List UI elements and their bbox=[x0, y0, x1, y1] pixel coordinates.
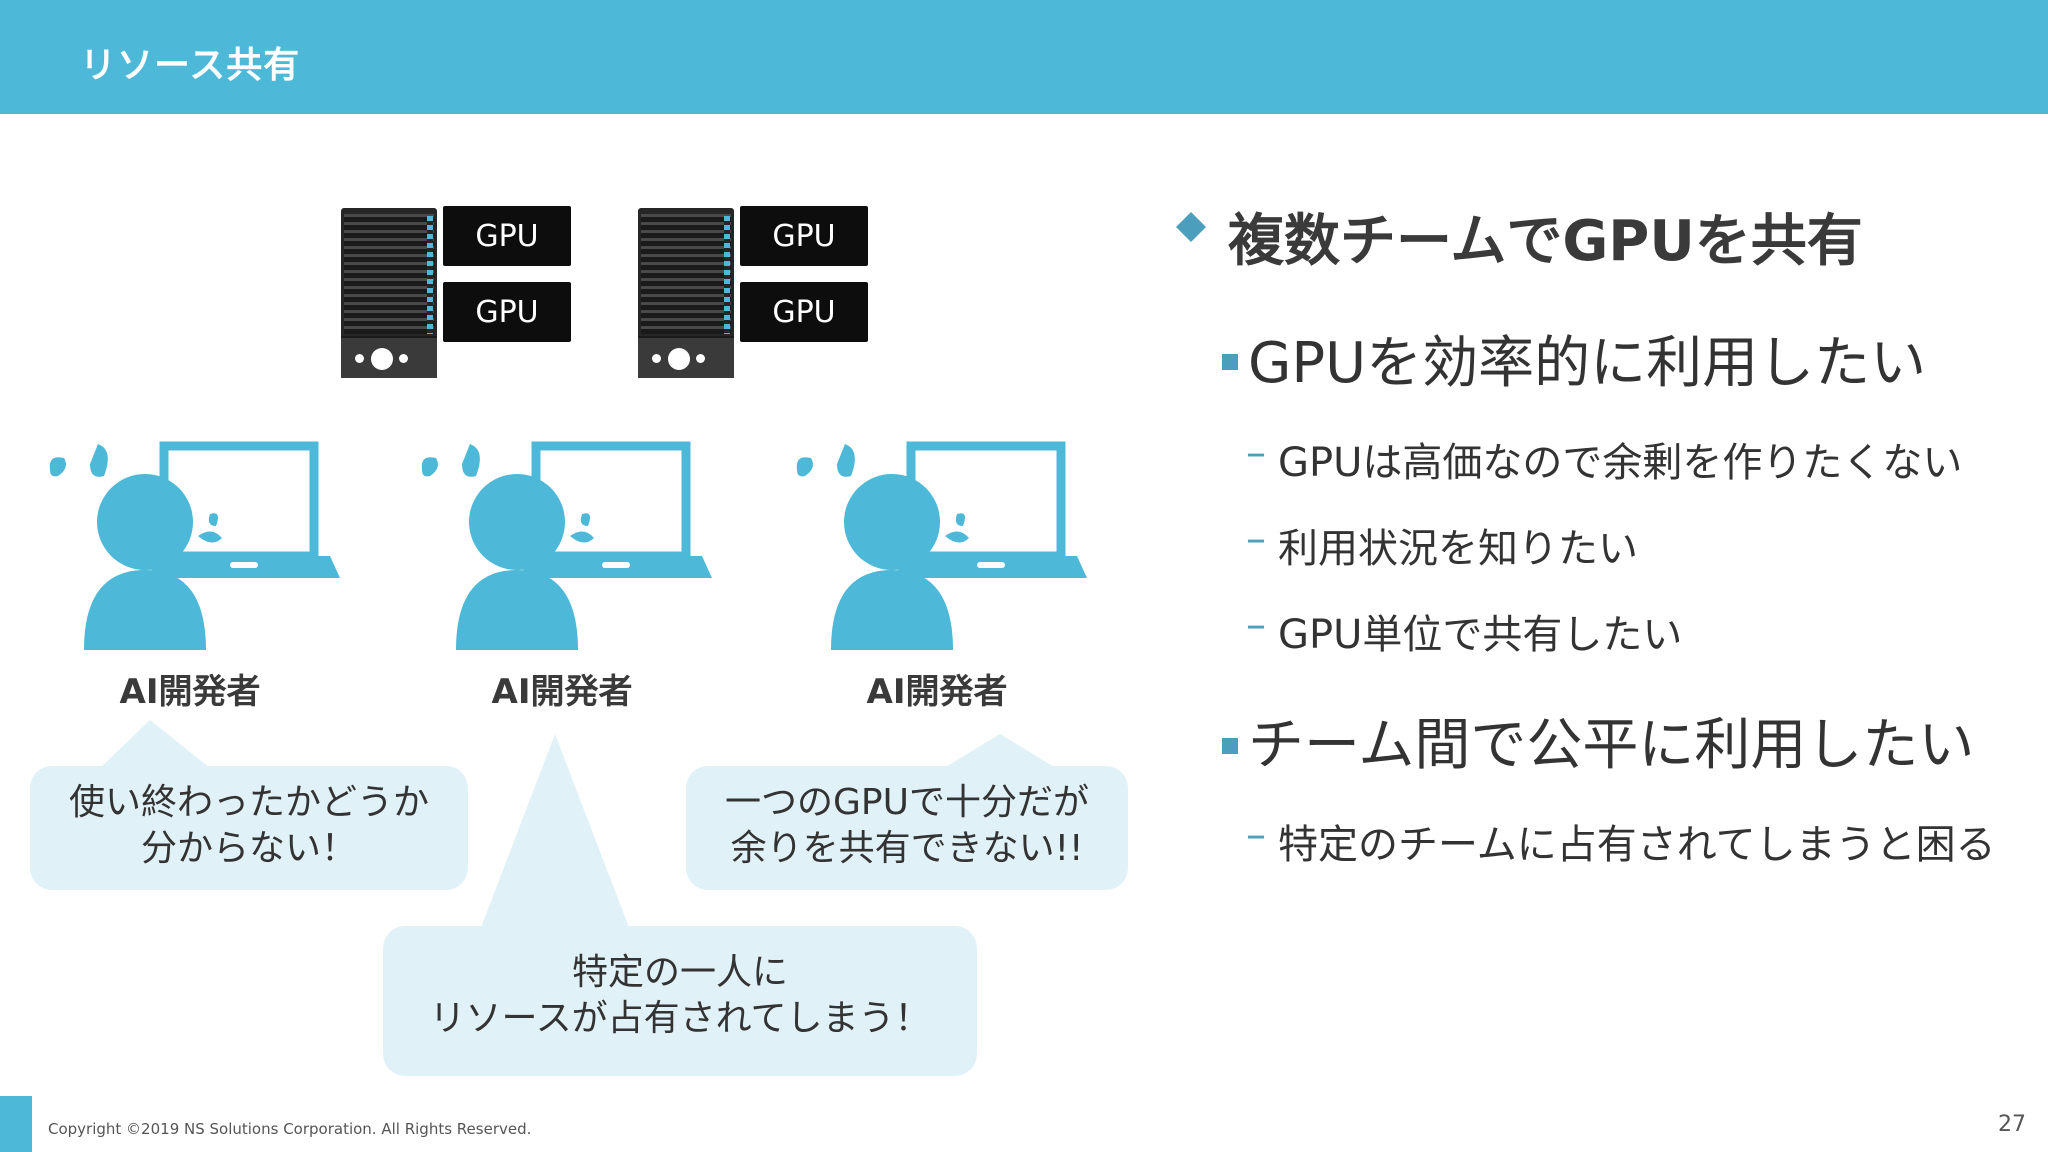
bubble-text-line: 使い終わったかどうか bbox=[68, 782, 429, 823]
dash-bullet-icon: – bbox=[1246, 602, 1266, 648]
developer-label: AI開発者 bbox=[866, 672, 1008, 712]
speech-bubble-center: 特定の一人に リソースが占有されてしまう！ bbox=[383, 926, 977, 1076]
copyright-text: Copyright ©2019 NS Solutions Corporation… bbox=[48, 1120, 532, 1138]
speech-bubble-left: 使い終わったかどうか 分からない！ bbox=[30, 766, 468, 890]
speech-bubble-right: 一つのGPUで十分だが 余りを共有できない!! bbox=[686, 766, 1128, 890]
sub-item: 特定のチームに占有されてしまうと困る bbox=[1278, 822, 1996, 868]
bubble-text-line: 余りを共有できない!! bbox=[730, 828, 1084, 869]
sub-item: 利用状況を知りたい bbox=[1278, 526, 1638, 572]
section-heading: GPUを効率的に利用したい bbox=[1248, 331, 1927, 396]
dash-bullet-icon: – bbox=[1246, 516, 1266, 562]
gpu-card: GPU bbox=[443, 282, 571, 342]
slide-title: リソース共有 bbox=[80, 45, 301, 86]
developer-with-laptop-icon bbox=[421, 441, 712, 650]
diamond-bullet-icon bbox=[1176, 212, 1206, 242]
developer-label: AI開発者 bbox=[491, 672, 633, 712]
gpu-card: GPU bbox=[740, 282, 868, 342]
developer-with-laptop-icon bbox=[796, 441, 1087, 650]
developer-with-laptop-icon bbox=[49, 441, 340, 650]
dash-bullet-icon: – bbox=[1246, 430, 1266, 476]
bubble-text-line: リソースが占有されてしまう！ bbox=[429, 998, 931, 1039]
main-point-heading: 複数チームでGPUを共有 bbox=[1228, 209, 1863, 274]
page-number: 27 bbox=[1998, 1112, 2026, 1137]
developer-label: AI開発者 bbox=[119, 672, 261, 712]
gpu-card: GPU bbox=[443, 206, 571, 266]
header-bar: リソース共有 bbox=[0, 0, 2048, 114]
sub-item: GPUは高価なので余剰を作りたくない bbox=[1278, 440, 1963, 486]
server-icon bbox=[341, 208, 437, 378]
bubble-text-line: 分からない！ bbox=[140, 828, 357, 869]
bubble-text-line: 特定の一人に bbox=[571, 952, 788, 993]
square-bullet-icon bbox=[1222, 738, 1238, 754]
bubble-text-line: 一つのGPUで十分だが bbox=[725, 782, 1089, 823]
footer-accent-bar bbox=[0, 1096, 32, 1152]
server-icon bbox=[638, 208, 734, 378]
gpu-card: GPU bbox=[740, 206, 868, 266]
dash-bullet-icon: – bbox=[1246, 812, 1266, 858]
section-heading: チーム間で公平に利用したい bbox=[1248, 713, 1975, 778]
sub-item: GPU単位で共有したい bbox=[1278, 612, 1683, 658]
square-bullet-icon bbox=[1222, 354, 1238, 370]
